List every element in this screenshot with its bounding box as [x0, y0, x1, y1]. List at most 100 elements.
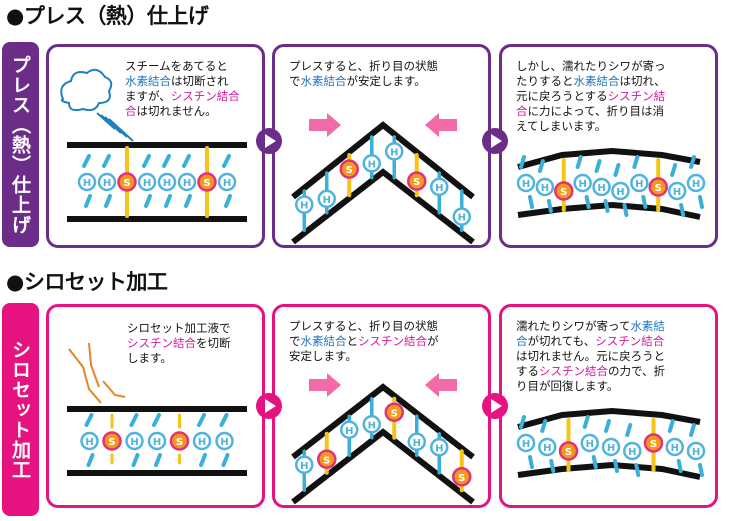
fiber-strand — [517, 461, 701, 480]
panel-text: シロセット加工液でシスチン結合を切断します。 — [127, 321, 231, 366]
text-run: する — [516, 364, 539, 378]
hydrogen-label: H — [673, 187, 681, 198]
broken-hydrogen-bond — [131, 453, 140, 467]
hydrogen-bond-term: 合 — [516, 334, 528, 348]
broken-hydrogen-bond — [86, 453, 95, 467]
hydrogen-label: H — [130, 437, 138, 448]
hydrogen-label: H — [323, 195, 331, 206]
text-line: しかし、濡れたりシワが寄っ — [516, 59, 666, 74]
text-line: で水素結合とシスチン結合が — [289, 334, 439, 349]
hydrogen-atom — [317, 189, 336, 209]
broken-hydrogen-bond — [82, 154, 91, 168]
text-run: たりすると — [516, 74, 574, 88]
hydrogen-atom — [97, 172, 117, 192]
broken-hydrogen-bond — [152, 413, 161, 427]
hydrogen-label: H — [541, 183, 549, 194]
text-run: スチームをあてると — [125, 59, 228, 73]
sulfur-label: S — [323, 455, 330, 466]
sulfur-label: S — [108, 437, 115, 448]
text-run: 濡れたりシワが寄って — [516, 319, 631, 333]
broken-hydrogen-bond — [632, 155, 640, 169]
hydrogen-label: H — [368, 420, 376, 431]
broken-hydrogen-bond — [528, 455, 534, 469]
text-line: します。 — [127, 351, 231, 366]
text-run: で — [289, 334, 301, 348]
hydrogen-bond-term: 水素結合 — [573, 74, 620, 88]
hydrogen-label: H — [345, 426, 353, 437]
sulfur-atom — [648, 177, 668, 197]
broken-hydrogen-bond — [84, 413, 94, 427]
text-run: と — [346, 334, 359, 348]
hydrogen-label: H — [607, 443, 615, 454]
text-run: します。 — [127, 351, 172, 365]
hydrogen-label: H — [143, 178, 151, 189]
next-arrow-icon — [256, 393, 282, 419]
hydrogen-atom — [407, 432, 426, 451]
text-line: プレスすると、折り目の状態 — [289, 319, 439, 334]
sulfur-atom — [197, 172, 217, 192]
text-line: するシスチン結合の力で、折 — [516, 364, 665, 379]
hydrogen-atom — [215, 431, 234, 451]
hydrogen-atom — [630, 173, 649, 193]
hydrogen-label: H — [198, 437, 206, 448]
text-line: 合に力によって、折り目は消 — [516, 104, 666, 119]
hydrogen-atom — [125, 431, 144, 451]
text-run: に力によって、折り目は消 — [527, 104, 665, 118]
broken-hydrogen-bond — [575, 155, 583, 169]
broken-hydrogen-bond — [164, 194, 172, 208]
sulfur-label: S — [203, 178, 210, 189]
broken-hydrogen-bond — [670, 163, 678, 177]
broken-hydrogen-bond — [142, 154, 151, 168]
hydrogen-label: H — [692, 447, 700, 458]
hydrogen-atom — [601, 437, 621, 457]
broken-hydrogen-bond — [582, 415, 590, 429]
text-line: プレスすると、折り目の状態 — [289, 59, 438, 74]
text-line: は切れません。元に戻ろうと — [516, 349, 665, 364]
broken-hydrogen-bond — [84, 194, 92, 208]
chemical-drip-icon — [68, 348, 102, 404]
hydrogen-atom — [295, 455, 314, 474]
text-line: 濡れたりシワが寄って水素結 — [516, 319, 665, 334]
broken-hydrogen-bond — [625, 423, 633, 437]
text-run: で — [289, 74, 301, 88]
hydrogen-atom — [535, 177, 555, 197]
hydrogen-label: H — [300, 201, 308, 212]
cystine-bond-term: シスチン結合 — [127, 336, 196, 350]
text-line: 合は切れません。 — [125, 104, 240, 119]
text-line: たりすると水素結合は切れ、 — [516, 74, 666, 89]
hydrogen-atom — [580, 433, 599, 453]
hydrogen-label: H — [435, 183, 443, 194]
sulfur-atom — [169, 431, 190, 451]
cystine-bond-term: シスチン結合 — [539, 364, 608, 378]
sulfur-atom — [452, 467, 472, 487]
cystine-bond-term: シスチン結 — [607, 89, 666, 103]
hydrogen-atom — [623, 441, 642, 461]
broken-hydrogen-bond — [182, 154, 191, 168]
hydrogen-label: H — [163, 178, 171, 189]
text-line: 合が切れても、シスチン結合 — [516, 334, 665, 349]
broken-hydrogen-bond — [162, 154, 171, 168]
cystine-bond-term: シスチン結合 — [595, 334, 665, 348]
broken-hydrogen-bond — [104, 194, 112, 208]
sulfur-atom — [558, 441, 579, 461]
hydrogen-atom — [573, 173, 592, 193]
text-run: の力で、折 — [608, 364, 666, 378]
broken-hydrogen-bond — [199, 453, 207, 467]
broken-hydrogen-bond — [667, 419, 675, 433]
hydrogen-label: H — [223, 178, 231, 189]
hydrogen-label: H — [435, 443, 443, 454]
hydrogen-atom — [665, 437, 684, 457]
hydrogen-atom — [362, 415, 381, 434]
hydrogen-label: H — [220, 437, 228, 448]
text-line: 水素結合は切断され — [125, 74, 240, 89]
push-arrow-icon — [309, 373, 341, 397]
broken-hydrogen-bond — [641, 195, 648, 209]
broken-hydrogen-bond — [676, 459, 683, 473]
hydrogen-atom — [77, 172, 97, 192]
hydrogen-label: H — [458, 213, 466, 224]
sulfur-atom — [643, 433, 664, 453]
text-run: 安定します。 — [289, 349, 357, 363]
